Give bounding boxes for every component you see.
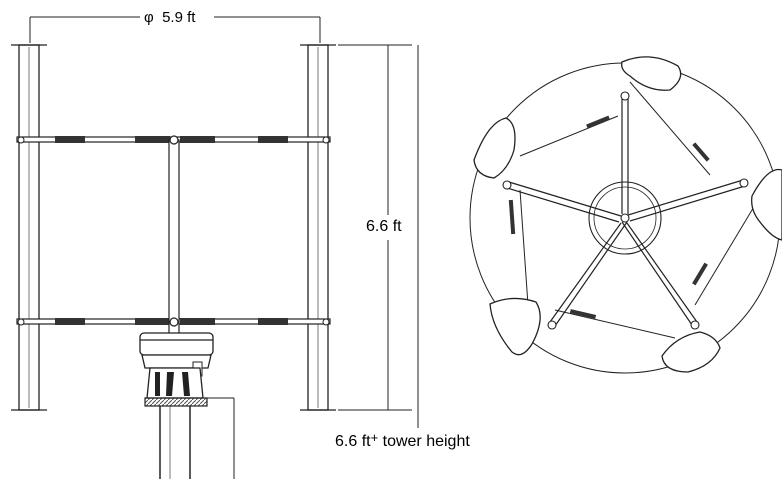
front-elevation-view	[11, 16, 419, 479]
strut-dampers	[508, 115, 710, 319]
right-blade	[300, 44, 336, 411]
top-plan-view	[469, 56, 782, 374]
diameter-label: φ 5.9 ft	[140, 9, 200, 26]
total-height-plus: +	[370, 430, 379, 445]
blade-airfoils	[473, 56, 782, 373]
diameter-dimension-line	[29, 16, 321, 43]
tower-pole	[159, 397, 235, 479]
diameter-value: 5.9 ft	[162, 9, 196, 26]
main-arms	[506, 98, 746, 327]
blade-airfoil-left	[473, 117, 516, 179]
blade-airfoil-bottom-left	[489, 297, 541, 356]
blade-airfoil-right	[751, 168, 782, 241]
generator-housing	[139, 332, 214, 407]
total-height-label: 6.6 ft+ tower height	[333, 430, 472, 451]
left-blade	[11, 44, 47, 411]
hub-outer-ring	[588, 181, 662, 255]
rotor-height-label: 6.6 ft	[364, 218, 404, 236]
rotor-height-dimension-line	[338, 44, 412, 411]
hub-center	[620, 213, 630, 223]
tension-struts	[519, 81, 756, 339]
hub-inner-ring	[593, 186, 657, 250]
blade-airfoil-top	[621, 56, 682, 91]
blade-airfoil-bottom-right	[661, 331, 721, 373]
central-shaft	[168, 135, 180, 341]
arm-joints	[502, 91, 749, 330]
diameter-symbol: φ	[144, 9, 154, 26]
total-height-suffix: tower height	[382, 433, 470, 450]
total-height-value: 6.6 ft	[335, 433, 371, 450]
